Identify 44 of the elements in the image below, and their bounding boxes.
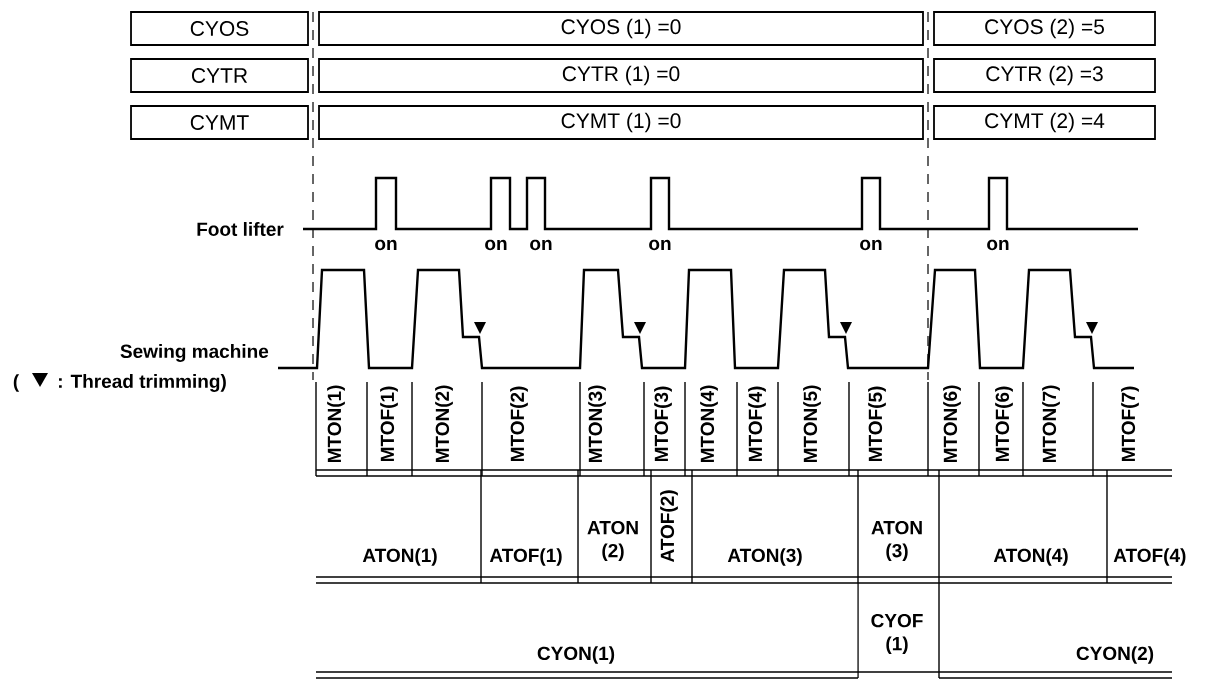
legend-text: : Thread trimming) xyxy=(59,374,226,392)
value-box: CYMT xyxy=(130,105,309,140)
timer-label: CYOF (1) xyxy=(871,613,923,655)
value-box: CYOS (2) =5 xyxy=(933,11,1156,46)
timer-label: MTON(4) xyxy=(700,385,718,463)
timer-label: MTOF(5) xyxy=(868,386,886,462)
timer-label: MTON(3) xyxy=(588,385,606,463)
state-label: on xyxy=(987,239,1009,251)
timer-label: MTOF(6) xyxy=(995,386,1013,462)
timer-label: CYON(2) xyxy=(1076,646,1154,664)
value-box: CYTR (1) =0 xyxy=(318,58,924,93)
timer-label: MTOF(7) xyxy=(1121,386,1139,462)
timer-label: MTOF(1) xyxy=(380,386,398,462)
timer-label: ATON (2) xyxy=(587,520,638,562)
timer-label: MTOF(3) xyxy=(654,386,672,462)
timer-label: ATON(4) xyxy=(993,548,1068,566)
timer-label: MTON(5) xyxy=(803,385,821,463)
state-label: on xyxy=(860,239,882,251)
signal-name: Sewing machine xyxy=(120,344,269,362)
value-box: CYMT (2) =4 xyxy=(933,105,1156,140)
timer-label: ATON(3) xyxy=(727,548,802,566)
timer-label: MTON(2) xyxy=(435,385,453,463)
timer-label: ATOF(4) xyxy=(1113,548,1186,566)
timer-label: MTON(6) xyxy=(943,385,961,463)
timer-label: MTOF(2) xyxy=(510,386,528,462)
value-box: CYTR xyxy=(130,58,309,93)
timer-label: MTON(1) xyxy=(327,385,345,463)
signal-name: Foot lifter xyxy=(197,222,284,236)
timer-label: ATOF(1) xyxy=(489,548,562,566)
value-box: CYTR (2) =3 xyxy=(933,58,1156,93)
timer-label: ATON(1) xyxy=(362,548,437,566)
value-box: CYOS (1) =0 xyxy=(318,11,924,46)
timer-label: MTON(7) xyxy=(1042,385,1060,463)
state-label: on xyxy=(530,239,552,251)
timer-label: CYON(1) xyxy=(537,646,615,664)
value-box: CYOS xyxy=(130,11,309,46)
timer-label: MTOF(4) xyxy=(748,386,766,462)
state-label: on xyxy=(375,239,397,251)
timer-label: ATON (3) xyxy=(871,520,922,562)
state-label: on xyxy=(649,239,671,251)
timer-label: ATOF(2) xyxy=(660,490,678,563)
state-label: on xyxy=(485,239,507,251)
value-box: CYMT (1) =0 xyxy=(318,105,924,140)
legend-text: ( xyxy=(13,374,20,392)
